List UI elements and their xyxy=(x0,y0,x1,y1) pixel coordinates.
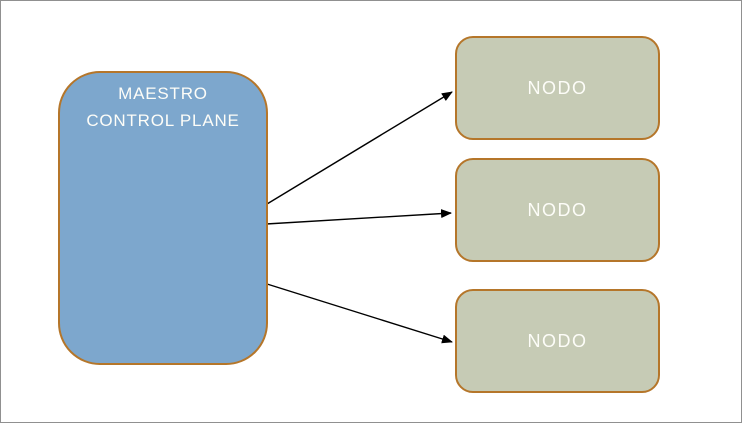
maestro-label-line1: MAESTRO xyxy=(118,84,208,103)
edge-arrow-2 xyxy=(265,209,452,225)
nodo-label-3: NODO xyxy=(527,330,588,351)
edge-arrow-3 xyxy=(266,283,453,344)
nodo-box-3: NODO xyxy=(455,289,660,393)
nodo-label-1: NODO xyxy=(527,77,588,98)
nodo-box-2: NODO xyxy=(455,158,660,262)
edge-arrow-1 xyxy=(266,91,453,205)
nodo-label-2: NODO xyxy=(527,199,588,220)
maestro-label-line2: CONTROL PLANE xyxy=(86,111,240,130)
maestro-control-plane-box: MAESTRO CONTROL PLANE xyxy=(58,71,268,365)
nodo-box-1: NODO xyxy=(455,36,660,140)
